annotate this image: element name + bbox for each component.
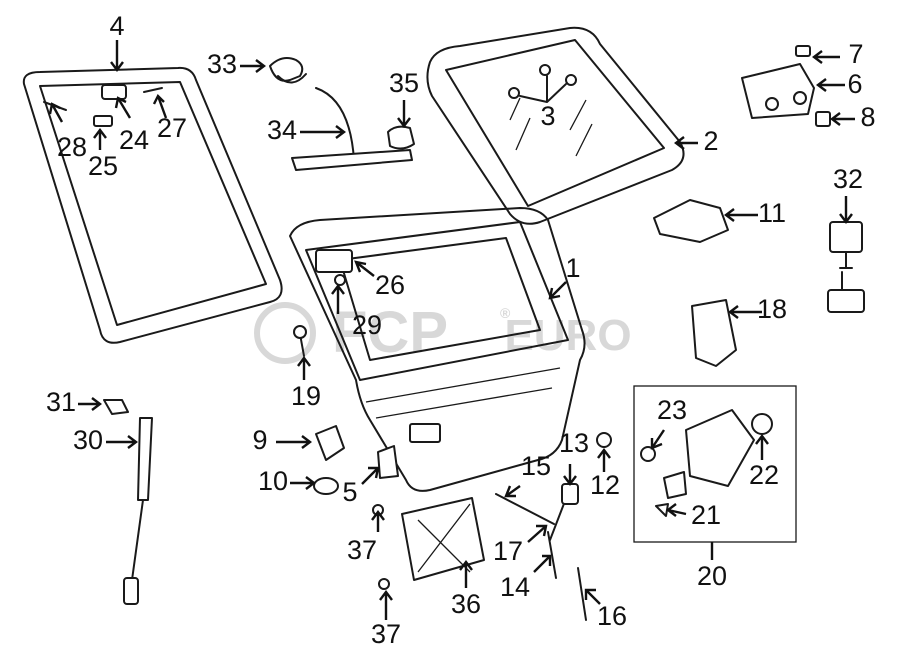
callout-16: 16 (597, 601, 627, 631)
callout-27: 27 (157, 113, 187, 143)
callout-36: 36 (451, 589, 481, 619)
callout-33: 33 (207, 49, 237, 79)
callout-20: 20 (697, 561, 727, 591)
callout-29: 29 (352, 310, 382, 340)
seal-clips (43, 84, 163, 127)
license-plate-bracket (401, 497, 485, 581)
callout-6: 6 (847, 69, 862, 99)
lock-rod-parts (269, 57, 415, 171)
hinge (653, 199, 729, 243)
callout-5: 5 (342, 477, 357, 507)
callout-14: 14 (500, 572, 530, 602)
callout-7: 7 (848, 39, 863, 69)
callout-1: 1 (565, 253, 580, 283)
callout-23: 23 (657, 395, 687, 425)
callout-35: 35 (389, 68, 419, 98)
weatherstrip-seal (22, 66, 283, 344)
gas-strut (103, 399, 153, 605)
callout-8: 8 (860, 102, 875, 132)
bumper-stops (313, 425, 399, 495)
liftgate-panel (289, 207, 586, 492)
callout-30: 30 (73, 425, 103, 455)
callout-34: 34 (267, 115, 297, 145)
misc-fasteners (293, 274, 346, 357)
callout-32: 32 (833, 164, 863, 194)
callout-9: 9 (252, 425, 267, 455)
latch-bracket (691, 299, 737, 367)
callout-labels: 1 2 3 4 5 6 7 8 9 10 11 12 13 14 15 16 1… (46, 11, 876, 649)
lock-switch (827, 221, 865, 313)
rear-window-glass (426, 26, 685, 225)
callout-37-upper: 37 (347, 535, 377, 565)
callout-12: 12 (590, 470, 620, 500)
callout-19: 19 (291, 381, 321, 411)
callout-31: 31 (46, 387, 76, 417)
callout-4: 4 (109, 11, 124, 41)
callout-3: 3 (540, 101, 555, 131)
watermark-sub: EURO (504, 311, 631, 360)
callout-11: 11 (758, 198, 786, 228)
lock-cylinder-rods (495, 432, 612, 621)
leader-arrows (48, 40, 855, 620)
callout-21: 21 (691, 500, 721, 530)
watermark-main: FCP (332, 300, 448, 365)
callout-28: 28 (57, 132, 87, 162)
callout-37-lower: 37 (371, 619, 401, 649)
callout-22: 22 (749, 460, 779, 490)
callout-13: 13 (559, 428, 589, 458)
callout-2: 2 (703, 126, 718, 156)
watermark-logo: FCP EURO ® (254, 300, 632, 365)
callout-24: 24 (119, 125, 149, 155)
callout-15: 15 (521, 451, 551, 481)
callout-26: 26 (375, 270, 405, 300)
hinge-bracket (741, 45, 831, 127)
lock-assembly-box (633, 385, 797, 543)
watermark-registered: ® (500, 305, 511, 321)
callout-10: 10 (258, 466, 288, 496)
callout-25: 25 (88, 151, 118, 181)
glass-fasteners (508, 64, 577, 103)
callout-18: 18 (757, 294, 787, 324)
callout-17: 17 (493, 536, 523, 566)
